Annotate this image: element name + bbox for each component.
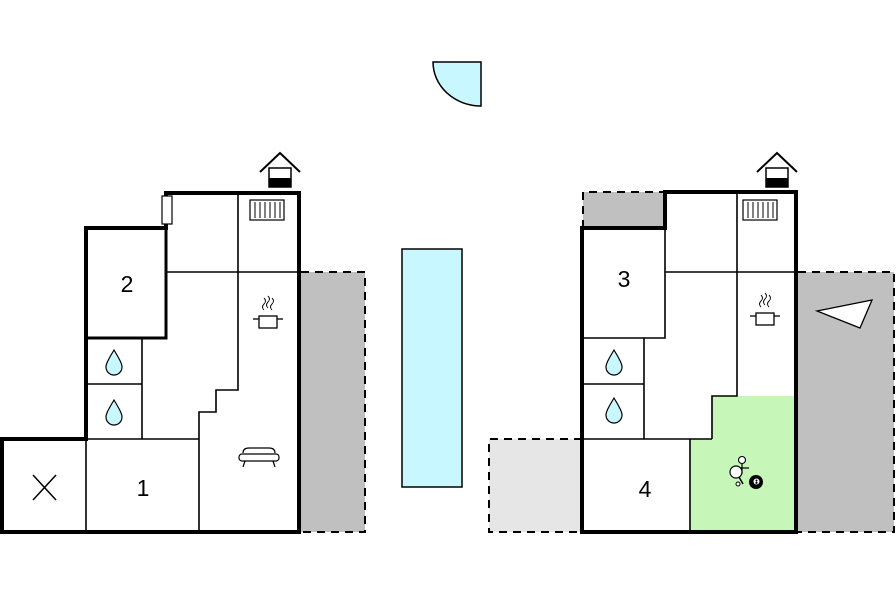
terrace-left-unit [301, 272, 365, 532]
table-tennis-icon [729, 455, 749, 487]
sofa-icon [238, 447, 280, 468]
radiator-icon [742, 199, 778, 221]
cross-icon [32, 474, 57, 501]
billiard-ball-icon [749, 475, 763, 489]
room-label-4: 4 [639, 476, 652, 502]
water-drop-icon [105, 348, 123, 376]
cooking-pot-icon [253, 295, 283, 329]
terrace-left [489, 439, 582, 532]
cooking-pot-icon [750, 292, 780, 326]
room-label-2: 2 [121, 271, 134, 297]
water-drop-icon [605, 348, 623, 376]
room-label-3: 3 [618, 266, 631, 292]
pool [401, 248, 463, 488]
door-swing-icon [432, 61, 482, 107]
entrance-icon [756, 151, 798, 188]
right-unit: 3 4 [488, 151, 895, 534]
water-drop-icon [605, 396, 623, 424]
left-unit: 2 1 [0, 151, 366, 534]
entrance-icon [259, 151, 301, 188]
room-label-1: 1 [137, 475, 150, 501]
water-drop-icon [105, 398, 123, 426]
direction-triangle-icon [814, 299, 874, 329]
window [161, 195, 173, 225]
terrace-top [583, 192, 665, 228]
radiator-icon [249, 199, 285, 221]
